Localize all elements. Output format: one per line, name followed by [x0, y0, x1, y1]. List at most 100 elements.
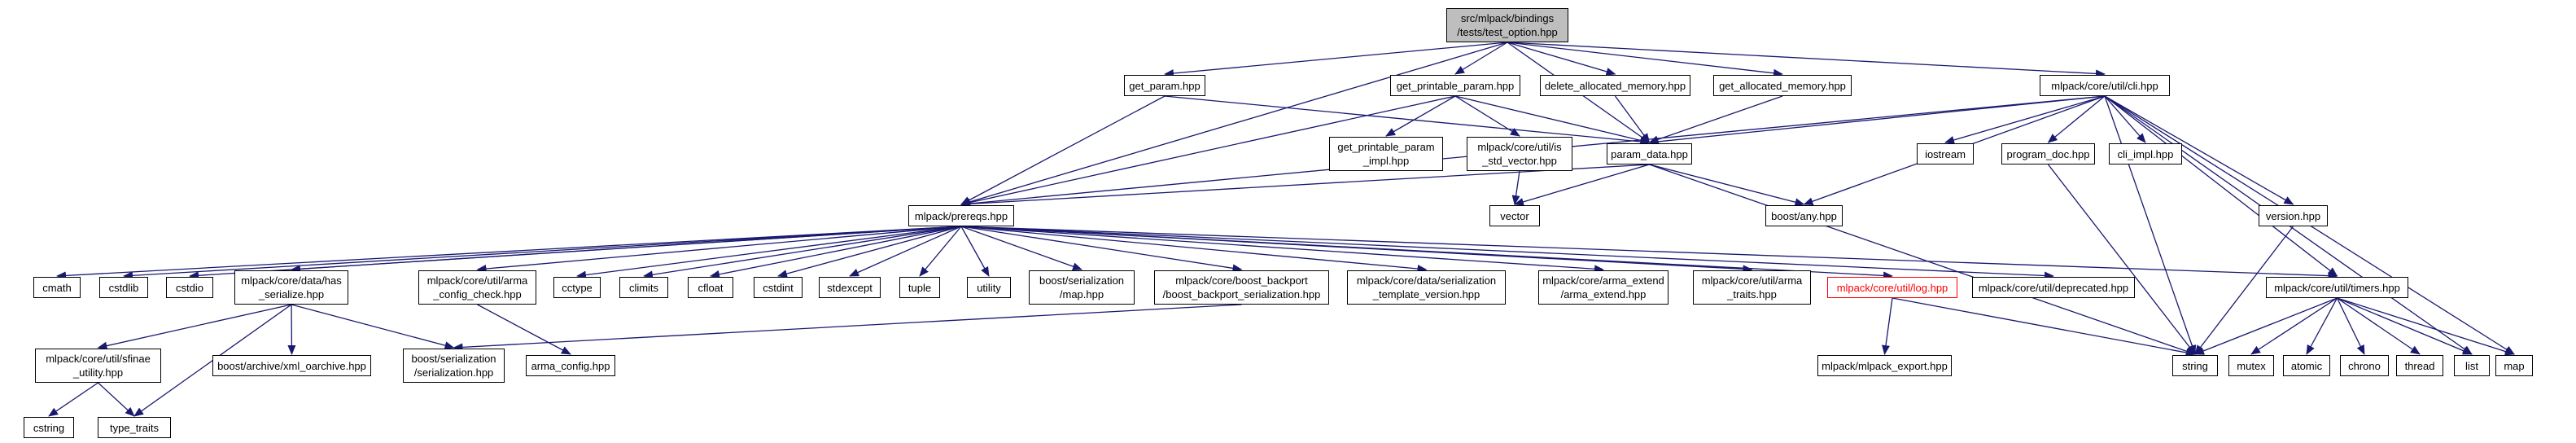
graph-edge-prereqs-to-arma_config_check [476, 226, 962, 274]
graph-edge-param_data-to-boost_any [1649, 164, 1805, 207]
graph-node-stdexcept: stdexcept [819, 277, 881, 298]
graph-node-iostream: iostream [1917, 143, 1974, 164]
graph-node-label: boost/serialization [411, 353, 496, 365]
graph-node-label: cstdio [176, 281, 203, 294]
graph-edge-test_option-to-get_param [1164, 42, 1508, 77]
graph-node-boost_any: boost/any.hpp [1765, 205, 1843, 226]
graph-node-label: mlpack/core/util/sfinae [46, 353, 151, 365]
graph-node-label: cstring [33, 421, 65, 434]
graph-edge-version-to-string [2194, 226, 2294, 355]
graph-node-label: cfloat [698, 281, 724, 294]
graph-edge-prereqs-to-timers [960, 226, 2338, 280]
graph-edge-program_doc-to-string [2047, 164, 2196, 355]
graph-edge-log-to-string [1892, 297, 2196, 357]
graph-edge-test_option-to-delete_allocated_memory [1507, 42, 1616, 76]
graph-node-label: chrono [2348, 359, 2381, 372]
graph-edge-cli-to-version [2104, 95, 2294, 205]
graph-node-map: map [2495, 355, 2533, 376]
graph-node-get_allocated_memory[interactable]: get_allocated_memory.hpp [1713, 75, 1852, 96]
graph-node-label: /tests/test_option.hpp [1457, 26, 1558, 38]
graph-node-cfloat: cfloat [688, 277, 733, 298]
graph-edge-prereqs-to-utility [960, 226, 990, 277]
graph-node-cli[interactable]: mlpack/core/util/cli.hpp [2040, 75, 2170, 96]
graph-edge-get_param-to-param_data [1164, 95, 1651, 146]
graph-node-timers[interactable]: mlpack/core/util/timers.hpp [2266, 277, 2408, 298]
graph-node-program_doc[interactable]: program_doc.hpp [2001, 143, 2095, 164]
graph-node-label: /arma_extend.hpp [1560, 288, 1647, 300]
graph-edge-prereqs-to-cstdint [777, 226, 962, 278]
graph-node-label: cstdint [763, 281, 794, 294]
graph-node-label: utility [977, 281, 1001, 294]
graph-edge-get_printable_param-to-prereqs [960, 95, 1456, 207]
graph-edge-get_printable_param-to-param_data [1454, 95, 1651, 145]
graph-node-label: mlpack/core/data/serialization [1356, 274, 1497, 287]
graph-node-climits: climits [619, 277, 668, 298]
graph-edge-prereqs-to-cstdlib [123, 226, 962, 280]
graph-node-label: get_param.hpp [1129, 79, 1201, 92]
graph-node-label: stdexcept [827, 281, 873, 294]
graph-node-cstdint: cstdint [754, 277, 803, 298]
graph-edge-test_option-to-prereqs [960, 42, 1508, 206]
graph-edge-get_param-to-prereqs [960, 95, 1166, 205]
graph-node-label: string [2182, 359, 2208, 372]
graph-node-prereqs[interactable]: mlpack/prereqs.hpp [908, 205, 1014, 226]
graph-node-get_printable_param_impl[interactable]: get_printable_param_impl.hpp [1329, 137, 1443, 171]
graph-edge-prereqs-to-tuple [919, 226, 962, 277]
graph-node-cli_impl[interactable]: cli_impl.hpp [2109, 143, 2182, 164]
graph-node-label: climits [628, 281, 659, 294]
graph-node-chrono: chrono [2340, 355, 2389, 376]
graph-node-string: string [2172, 355, 2218, 376]
graph-node-list: list [2454, 355, 2490, 376]
graph-node-param_data[interactable]: param_data.hpp [1607, 143, 1692, 164]
graph-node-label: mlpack/core/data/has [241, 274, 342, 287]
graph-edge-cli-to-string [2104, 95, 2197, 355]
graph-node-atomic: atomic [2283, 355, 2330, 376]
graph-node-boost_backport[interactable]: mlpack/core/boost_backport/boost_backpor… [1154, 270, 1329, 305]
graph-node-label: mlpack/core/util/arma [1701, 274, 1803, 287]
graph-node-label: version.hpp [2265, 209, 2321, 222]
graph-node-version[interactable]: version.hpp [2259, 205, 2328, 226]
graph-node-delete_allocated_memory[interactable]: delete_allocated_memory.hpp [1540, 75, 1690, 96]
graph-node-label: program_doc.hpp [2006, 147, 2090, 160]
graph-node-arma_config: arma_config.hpp [526, 355, 615, 376]
graph-node-label: cctype [562, 281, 593, 294]
graph-node-label: iostream [1925, 147, 1966, 160]
graph-node-ser_template_version[interactable]: mlpack/core/data/serialization_template_… [1347, 270, 1506, 305]
graph-node-label: get_printable_param [1337, 141, 1435, 153]
graph-node-label: get_printable_param.hpp [1396, 79, 1515, 92]
graph-node-has_serialize[interactable]: mlpack/core/data/has_serialize.hpp [234, 270, 348, 305]
graph-node-label: arma_config.hpp [531, 359, 610, 372]
graph-node-cmath: cmath [33, 277, 81, 298]
graph-node-is_std_vector[interactable]: mlpack/core/util/is_std_vector.hpp [1467, 137, 1572, 171]
graph-node-get_printable_param[interactable]: get_printable_param.hpp [1390, 75, 1520, 96]
graph-node-vector: vector [1489, 205, 1540, 226]
graph-edge-timers-to-thread [2337, 297, 2421, 355]
graph-edge-param_data-to-string [1649, 164, 2196, 356]
graph-node-sfinae[interactable]: mlpack/core/util/sfinae_utility.hpp [35, 349, 161, 383]
graph-node-cstdlib: cstdlib [99, 277, 148, 298]
graph-node-thread: thread [2396, 355, 2443, 376]
graph-node-label: type_traits [110, 421, 159, 434]
graph-edge-prereqs-to-arma_extend [960, 226, 1604, 274]
graph-node-label: tuple [908, 281, 932, 294]
graph-node-get_param[interactable]: get_param.hpp [1124, 75, 1205, 96]
graph-edge-cli-to-program_doc [2047, 95, 2106, 143]
graph-edge-timers-to-map [2337, 297, 2515, 356]
graph-node-label: map [2504, 359, 2525, 372]
graph-node-tuple: tuple [899, 277, 940, 298]
graph-node-arma_config_check[interactable]: mlpack/core/util/arma_config_check.hpp [418, 270, 536, 305]
graph-node-log[interactable]: mlpack/core/util/log.hpp [1827, 277, 1957, 298]
graph-node-label: _template_version.hpp [1372, 288, 1480, 300]
graph-edge-timers-to-list [2337, 297, 2473, 355]
graph-edge-param_data-to-prereqs [960, 164, 1650, 208]
graph-node-deprecated[interactable]: mlpack/core/util/deprecated.hpp [1972, 277, 2135, 298]
graph-node-arma_traits[interactable]: mlpack/core/util/arma_traits.hpp [1693, 270, 1811, 305]
graph-node-label: _traits.hpp [1727, 288, 1777, 300]
graph-node-label: delete_allocated_memory.hpp [1544, 79, 1686, 92]
graph-edge-timers-to-string [2194, 297, 2338, 355]
graph-edge-prereqs-to-cfloat [710, 226, 962, 279]
graph-node-arma_extend[interactable]: mlpack/core/arma_extend/arma_extend.hpp [1538, 270, 1668, 305]
graph-node-label: list [2465, 359, 2478, 372]
graph-edge-test_option-to-cli [1507, 42, 2106, 78]
